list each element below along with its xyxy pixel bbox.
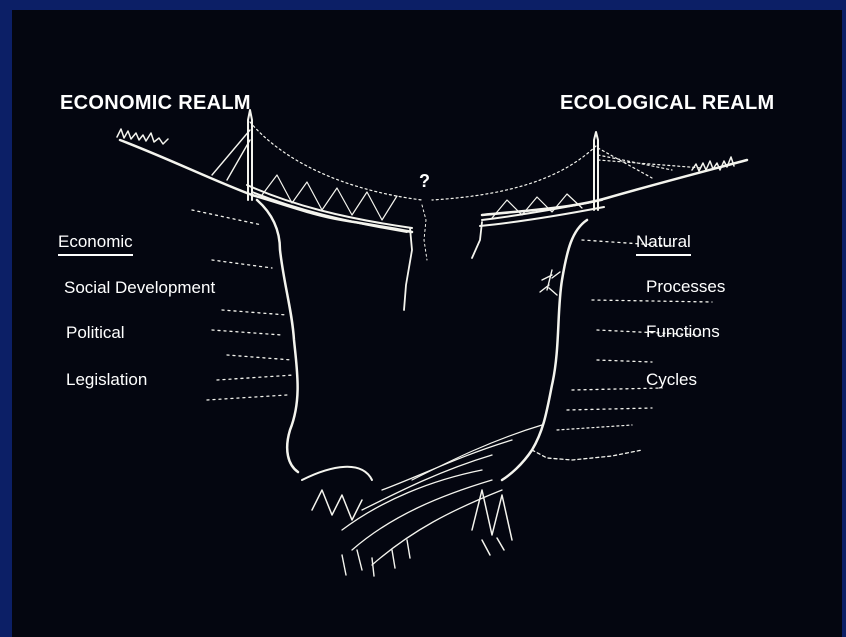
- economic-item-social-development: Social Development: [64, 278, 215, 298]
- slide: ECONOMIC REALM ECOLOGICAL REALM ? Econom…: [12, 10, 842, 637]
- gap-question-mark: ?: [419, 171, 430, 192]
- economic-heading: Economic: [58, 232, 133, 256]
- natural-item-processes: Processes: [646, 277, 725, 297]
- natural-item-cycles: Cycles: [646, 370, 697, 390]
- ecological-realm-title: ECOLOGICAL REALM: [560, 92, 774, 115]
- economic-item-legislation: Legislation: [66, 370, 147, 390]
- economic-item-political: Political: [66, 323, 125, 343]
- economic-realm-title: ECONOMIC REALM: [60, 92, 251, 115]
- natural-item-functions: Functions: [646, 322, 720, 342]
- natural-heading: Natural: [636, 232, 691, 256]
